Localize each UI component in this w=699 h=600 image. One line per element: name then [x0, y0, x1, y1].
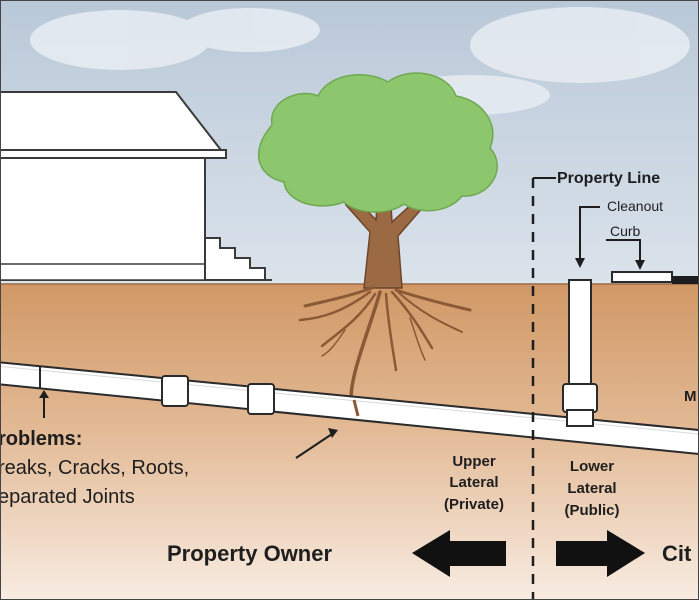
- cleanout-riser: [562, 279, 598, 427]
- pipe-joints: [39, 366, 275, 415]
- house-steps: [204, 237, 266, 281]
- curb: [611, 271, 699, 284]
- lower-lateral-label: Lateral: [567, 480, 616, 497]
- m-fragment-label: M: [684, 388, 697, 405]
- lower-public-label: (Public): [565, 502, 620, 519]
- problem-leader-right: [295, 433, 333, 459]
- curb-label: Curb: [610, 223, 641, 239]
- cleanout-label: Cleanout: [607, 198, 663, 214]
- property-line-label: Property Line: [557, 170, 660, 187]
- problems-line-2: eparated Joints: [0, 486, 135, 508]
- problems-line-1: reaks, Cracks, Roots,: [0, 457, 189, 479]
- upper-private-label: (Private): [444, 496, 504, 513]
- cleanout-leader: [579, 206, 600, 262]
- curb-leader: [606, 239, 641, 264]
- upper-label: Upper: [452, 453, 496, 470]
- tree-roots: [298, 286, 472, 406]
- arrow-right-icon: [556, 530, 645, 577]
- arrow-left-icon: [412, 530, 506, 577]
- tree: [257, 72, 498, 289]
- tree-canopy: [257, 72, 498, 213]
- upper-lateral-label: Lateral: [449, 474, 498, 491]
- city-fragment-label: Cit: [662, 541, 692, 566]
- root-intrusion: [352, 399, 360, 417]
- problems-title: roblems:: [0, 428, 82, 450]
- property-owner-label: Property Owner: [167, 541, 332, 566]
- house: [0, 91, 227, 281]
- lower-label: Lower: [570, 458, 614, 475]
